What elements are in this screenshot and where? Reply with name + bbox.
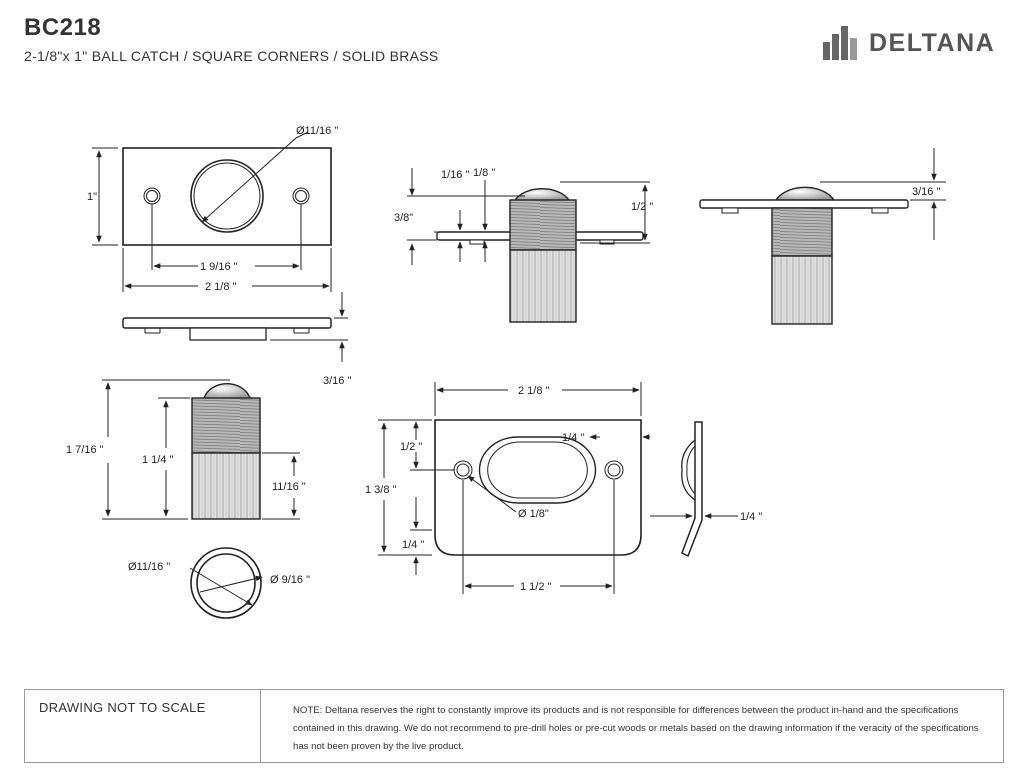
- dim-end-outer-dia: Ø11/16 ": [128, 561, 170, 573]
- catch-end-view: [189, 547, 263, 619]
- model-number: BC218: [24, 14, 102, 41]
- dim-strike-slot-offset: 1/4 ": [562, 432, 584, 444]
- strike-plate-view: [378, 382, 650, 594]
- dim-top-hole-spacing: 1 9/16 ": [200, 261, 238, 273]
- dim-strike-lip: 1/4 ": [740, 511, 762, 523]
- dim-strike-hole-spacing: 1 1/2 ": [520, 581, 552, 593]
- brand-logo: DELTANA: [823, 26, 995, 60]
- dim-end-inner-dia: Ø 9/16 ": [270, 574, 310, 586]
- dim-body-thread-height: 1 1/4 ": [142, 454, 174, 466]
- brand-name: DELTANA: [869, 28, 996, 57]
- catch-side-view-b: [699, 148, 946, 325]
- catch-side-view-a: [407, 168, 650, 323]
- footer-notes: DRAWING NOT TO SCALE NOTE: Deltana reser…: [24, 689, 1004, 763]
- dim-body-lower-height: 11/16 ": [272, 481, 306, 493]
- dim-strike-width: 2 1/8 ": [518, 385, 550, 397]
- technical-drawing: Ø11/16 " 1" 1 9/16 " 2 1/8 " 3/16 " 1/16…: [66, 125, 946, 619]
- dim-side-1-16: 1/16 ": [441, 169, 469, 181]
- dim-side-1-2: 1/2 ": [631, 201, 653, 213]
- dim-plate-thickness: 3/16 ": [323, 375, 351, 387]
- scale-note: DRAWING NOT TO SCALE: [25, 690, 261, 762]
- dim-strike-top-offset: 1/2 ": [400, 441, 422, 453]
- dim-strike-hole-dia: Ø 1/8": [518, 508, 549, 520]
- catch-body-view: [102, 379, 300, 520]
- product-description: 2-1/8"x 1" BALL CATCH / SQUARE CORNERS /…: [24, 48, 439, 64]
- dimension-labels: Ø11/16 " 1" 1 9/16 " 2 1/8 " 3/16 " 1/16…: [66, 125, 940, 593]
- dim-side-3-8: 3/8": [394, 212, 413, 224]
- dim-body-total-height: 1 7/16 ": [66, 444, 104, 456]
- plate-side-view: [122, 292, 348, 362]
- dim-side-b-3-16: 3/16 ": [912, 186, 940, 198]
- dim-top-width: 2 1/8 ": [205, 281, 237, 293]
- dim-top-height: 1": [87, 191, 97, 203]
- plate-top-view: [92, 131, 332, 292]
- dim-strike-height: 1 3/8 ": [365, 484, 397, 496]
- dim-top-hole-dia: Ø11/16 ": [296, 125, 338, 137]
- disclaimer-note: NOTE: Deltana reserves the right to cons…: [293, 705, 979, 752]
- strike-edge-view: [650, 421, 738, 558]
- dim-strike-bottom-offset: 1/4 ": [402, 539, 424, 551]
- dim-side-1-8: 1/8 ": [473, 167, 495, 179]
- deltana-bars-icon: [823, 26, 857, 60]
